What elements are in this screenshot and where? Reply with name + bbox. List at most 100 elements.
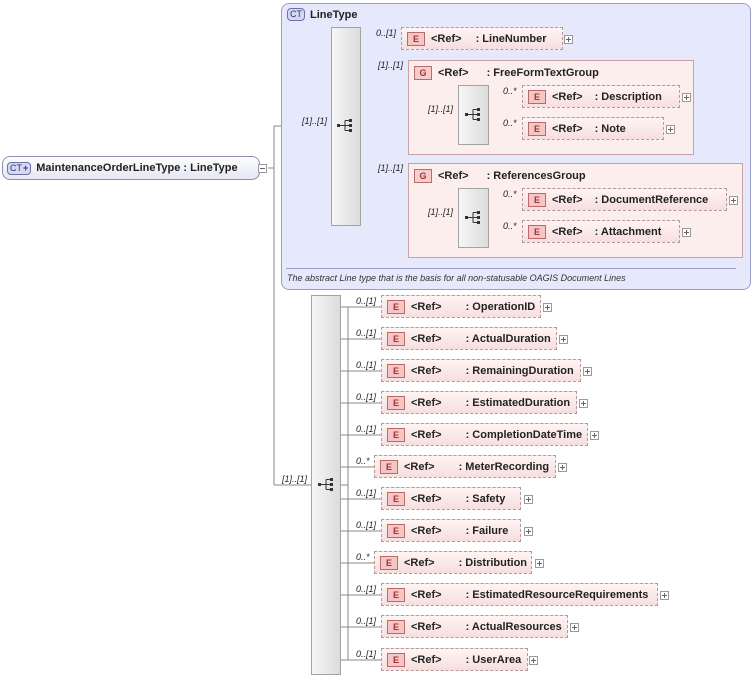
collapse-toggle-icon[interactable] [258, 164, 267, 173]
element-name: : DocumentReference [594, 193, 709, 206]
element-documentreference[interactable]: E <Ref> : DocumentReference [522, 188, 727, 211]
element-note[interactable]: E <Ref> : Note [522, 117, 664, 140]
element-completiondatetime[interactable]: E <Ref> : CompletionDateTime [381, 423, 588, 446]
group-header: G <Ref> : ReferencesGroup [414, 169, 586, 183]
element-estimatedresourcerequirements[interactable]: E <Ref> : EstimatedResourceRequirements [381, 583, 658, 606]
sequence-icon [318, 478, 333, 491]
element-name: : LineNumber [475, 32, 547, 45]
ref-label: <Ref> [411, 492, 442, 505]
group-header: G <Ref> : FreeFormTextGroup [414, 66, 599, 80]
element-icon: E [380, 459, 398, 474]
expand-icon[interactable] [682, 93, 691, 102]
linetype-sequence[interactable] [331, 27, 361, 226]
sequence-icon [337, 119, 352, 132]
cardinality: [1]..[1] [428, 207, 454, 217]
cardinality: 0..* [503, 189, 517, 199]
ref-label: <Ref> [404, 460, 435, 473]
element-name: : Description [594, 90, 662, 103]
ref-label: <Ref> [552, 90, 583, 103]
ref-label: <Ref> [411, 364, 442, 377]
linetype-title: LineType [310, 8, 358, 21]
cardinality: 0..[1] [356, 424, 377, 434]
ref-label: <Ref> [431, 32, 462, 45]
element-icon: E [387, 427, 405, 442]
element-remainingduration[interactable]: E <Ref> : RemainingDuration [381, 359, 581, 382]
ref-label: <Ref> [411, 396, 442, 409]
element-userarea[interactable]: E <Ref> : UserArea [381, 648, 528, 671]
element-linenumber[interactable]: E <Ref> : LineNumber [401, 27, 563, 50]
group-name: : FreeFormTextGroup [486, 67, 599, 79]
element-name: : CompletionDateTime [465, 428, 583, 441]
element-name: : Safety [465, 492, 506, 505]
element-name: : ActualDuration [465, 332, 551, 345]
element-name: : ActualResources [465, 620, 562, 633]
element-icon: E [387, 395, 405, 410]
element-icon: E [387, 619, 405, 634]
element-name: : MeterRecording [458, 460, 550, 473]
element-safety[interactable]: E <Ref> : Safety [381, 487, 521, 510]
sequence-icon [465, 108, 480, 121]
expand-icon[interactable] [529, 656, 538, 665]
element-estimatedduration[interactable]: E <Ref> : EstimatedDuration [381, 391, 577, 414]
element-meterrecording[interactable]: E <Ref> : MeterRecording [374, 455, 556, 478]
element-distribution[interactable]: E <Ref> : Distribution [374, 551, 532, 574]
cardinality: 0..[1] [356, 520, 377, 530]
element-failure[interactable]: E <Ref> : Failure [381, 519, 521, 542]
cardinality: 0..* [356, 456, 370, 466]
element-icon: E [387, 299, 405, 314]
expand-icon[interactable] [570, 623, 579, 632]
expand-icon[interactable] [559, 335, 568, 344]
element-name: : Failure [465, 524, 509, 537]
ref-label: <Ref> [411, 428, 442, 441]
element-icon: E [387, 652, 405, 667]
cardinality: 0..[1] [356, 392, 377, 402]
cardinality: 0..* [503, 221, 517, 231]
cardinality: [1]..[1] [428, 104, 454, 114]
expand-icon[interactable] [666, 125, 675, 134]
ref-label: <Ref> [552, 225, 583, 238]
cardinality: 0..* [356, 552, 370, 562]
element-actualresources[interactable]: E <Ref> : ActualResources [381, 615, 568, 638]
element-attachment[interactable]: E <Ref> : Attachment [522, 220, 680, 243]
element-icon: E [528, 192, 546, 207]
expand-icon[interactable] [660, 591, 669, 600]
cardinality: 0..[1] [356, 296, 377, 306]
cardinality: [1]..[1] [282, 474, 308, 484]
expand-icon[interactable] [535, 559, 544, 568]
cardinality: 0..[1] [356, 488, 377, 498]
element-description[interactable]: E <Ref> : Description [522, 85, 680, 108]
ref-label: <Ref> [411, 620, 442, 633]
expand-icon[interactable] [524, 527, 533, 536]
element-icon: E [387, 491, 405, 506]
expand-icon[interactable] [543, 303, 552, 312]
cardinality: [1]..[1] [302, 116, 328, 126]
complex-type-icon: CT [287, 8, 305, 21]
cardinality: 0..[1] [356, 360, 377, 370]
element-actualduration[interactable]: E <Ref> : ActualDuration [381, 327, 557, 350]
element-name: : OperationID [465, 300, 536, 313]
element-name: : EstimatedDuration [465, 396, 571, 409]
cardinality: 0..[1] [356, 584, 377, 594]
expand-icon[interactable] [524, 495, 533, 504]
element-icon: E [407, 31, 425, 46]
cardinality: 0..* [503, 118, 517, 128]
expand-icon[interactable] [579, 399, 588, 408]
expand-icon[interactable] [682, 228, 691, 237]
ref-label: <Ref> [411, 332, 442, 345]
expand-icon[interactable] [590, 431, 599, 440]
expand-icon[interactable] [564, 35, 573, 44]
cardinality: 0..* [503, 86, 517, 96]
cardinality: 0..[1] [356, 328, 377, 338]
ref-label: <Ref> [411, 300, 442, 313]
ref-label: <Ref> [411, 524, 442, 537]
ref-label: <Ref> [552, 193, 583, 206]
linetype-documentation: The abstract Line type that is the basis… [287, 273, 626, 283]
root-complex-type[interactable]: CT MaintenanceOrderLineType : LineType [2, 156, 260, 180]
ref-label: <Ref> [404, 556, 435, 569]
expand-icon[interactable] [729, 196, 738, 205]
expand-icon[interactable] [583, 367, 592, 376]
expand-icon[interactable] [558, 463, 567, 472]
cardinality: 0..[1] [376, 28, 397, 38]
cardinality: 0..[1] [356, 649, 377, 659]
element-operationid[interactable]: E <Ref> : OperationID [381, 295, 541, 318]
